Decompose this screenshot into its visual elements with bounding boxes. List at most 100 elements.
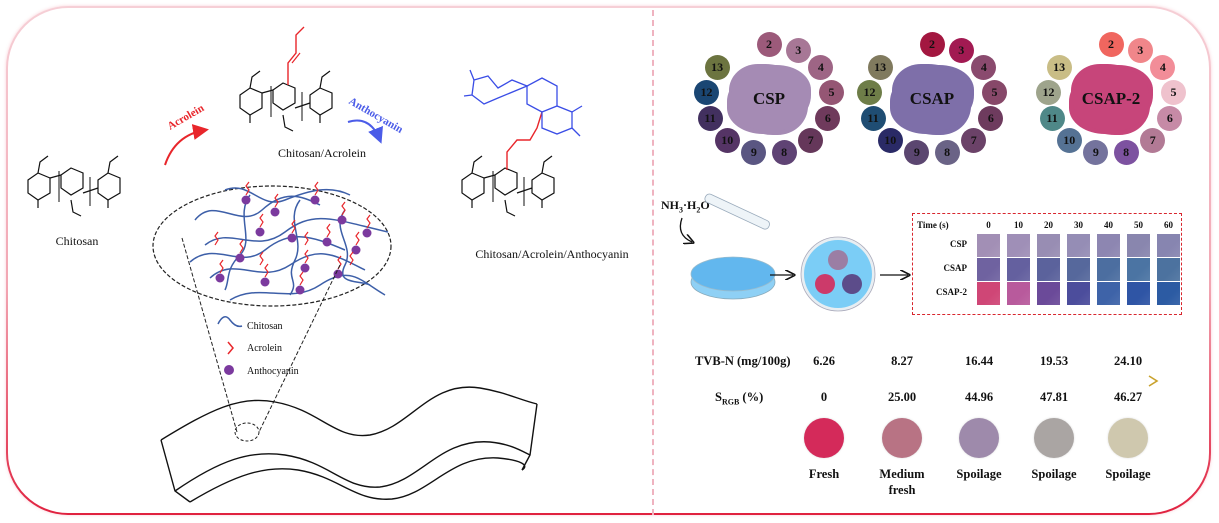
chitosan-chain [194, 195, 321, 221]
acrolein-linker [304, 249, 309, 264]
color-swatch-10: 10 [1056, 127, 1082, 153]
color-tile-csap-0s [977, 258, 1000, 281]
tvbn-label: TVB-N (mg/100g) [695, 354, 791, 368]
wavy-film [160, 386, 538, 503]
acrolein-linker [239, 239, 244, 254]
anthocyanin-dot [337, 215, 347, 225]
anthocyanin-dot [270, 207, 280, 217]
legend-acrolein-label: Acrolein [247, 343, 282, 354]
color-swatch-9: 9 [741, 139, 767, 165]
color-tile-csp-20s [1037, 234, 1060, 257]
color-swatch-6: 6 [1157, 106, 1183, 131]
color-swatch-4: 4 [1150, 55, 1176, 81]
crosslinked-network [189, 181, 389, 301]
color-swatch-6: 6 [815, 106, 841, 131]
color-tile-csap-2-20s [1037, 282, 1060, 305]
color-swatch-4: 4 [971, 55, 997, 81]
color-swatch-2: 2 [756, 31, 782, 57]
anthocyanin-dot [241, 195, 251, 205]
freshness-status: Spoilage [1031, 467, 1077, 481]
color-swatch-10: 10 [714, 127, 740, 153]
srgb-value: 0 [820, 390, 828, 404]
chitosan-acrolein-anthocyanin-structure [462, 69, 583, 216]
srgb-value: 46.27 [1113, 390, 1143, 404]
wheel-center-csap: CSAP [894, 67, 970, 131]
color-tile-csap-20s [1037, 258, 1060, 281]
color-tile-csap-2-60s [1157, 282, 1180, 305]
anthocyanin-legend-icon [224, 365, 234, 375]
time-header-40: 40 [1104, 220, 1113, 230]
acrolein-legend-icon [227, 341, 234, 355]
color-tile-csp-0s [977, 234, 1000, 257]
anthocyanin-dot [322, 237, 332, 247]
color-tile-csap-2-0s [977, 282, 1000, 305]
sample-disc [1108, 418, 1148, 458]
color-tile-csap-2-40s [1097, 282, 1120, 305]
color-swatch-6: 6 [978, 106, 1004, 131]
wheel-center-csap-2: CSAP-2 [1073, 67, 1149, 131]
chitosan-chain [224, 187, 351, 203]
freshness-status: Medium [879, 467, 925, 481]
row-label-csap-2: CSAP-2 [936, 287, 967, 297]
color-tile-csp-60s [1157, 234, 1180, 257]
freshness-status: Spoilage [1105, 467, 1151, 481]
color-swatch-2: 2 [1098, 31, 1124, 57]
chitosan-acrolein-anthocyanin-label: Chitosan/Acrolein/Anthocyanin [475, 247, 628, 261]
time-header-10: 10 [1014, 220, 1023, 230]
tvbn-value: 19.53 [1039, 354, 1069, 368]
acrolein-reagent-label: Acrolein [166, 102, 207, 132]
acrolein-linker [299, 271, 304, 286]
acrolein-linker [355, 231, 360, 246]
color-swatch-7: 7 [1140, 127, 1166, 153]
petri-dish-open [690, 193, 776, 300]
color-swatch-12: 12 [693, 79, 719, 105]
panel-divider [652, 10, 654, 515]
acrolein-reaction-arrow [164, 124, 209, 166]
time-header-0: 0 [986, 220, 991, 230]
color-swatch-9: 9 [904, 139, 930, 165]
dish-sample-csap2 [815, 274, 835, 294]
color-swatch-4: 4 [808, 55, 834, 81]
color-swatch-11: 11 [860, 106, 886, 131]
freshness-status: Fresh [808, 467, 840, 481]
color-tile-csp-50s [1127, 234, 1150, 257]
row-label-csap: CSAP [943, 263, 967, 273]
anthocyanin-dot [300, 263, 310, 273]
acrolein-linker [366, 214, 371, 229]
freshness-status-line2: fresh [888, 483, 916, 497]
zoom-ellipse [152, 185, 392, 307]
time-header-50: 50 [1134, 220, 1143, 230]
anthocyanin-reaction-arrow [347, 119, 383, 144]
dish-sample-csp [828, 250, 848, 270]
wheel-center-label: CSAP [909, 89, 955, 108]
acrolein-linker [314, 181, 319, 196]
anthocyanin-dot [260, 277, 270, 287]
chitosan-chain [289, 199, 301, 296]
zoom-line-left [181, 237, 238, 433]
color-swatch-10: 10 [877, 127, 903, 153]
acrolein-linker [245, 181, 250, 196]
color-tile-csap-10s [1007, 258, 1030, 281]
tvbn-trend-arrow [802, 375, 1159, 387]
row-label-csp: CSP [949, 239, 967, 249]
anthocyanin-dot [310, 195, 320, 205]
color-swatch-13: 13 [1046, 55, 1072, 81]
anthocyanin-reagent-label: Anthocyanin [347, 95, 405, 136]
color-tile-csap-60s [1157, 258, 1180, 281]
tvbn-value: 6.26 [813, 354, 835, 368]
legend-anthocyanin-label: Anthocyanin [247, 366, 299, 377]
color-swatch-5: 5 [982, 79, 1008, 105]
color-swatch-8: 8 [771, 139, 797, 165]
color-swatch-11: 11 [1039, 106, 1065, 131]
color-swatch-9: 9 [1083, 139, 1109, 165]
sample-disc [959, 418, 999, 458]
color-swatch-7: 7 [798, 127, 824, 153]
chitosan-label: Chitosan [56, 234, 99, 248]
anthocyanin-dot [295, 285, 305, 295]
color-swatch-5: 5 [819, 79, 845, 105]
color-tile-csap-2-30s [1067, 282, 1090, 305]
chitosan-chain [339, 209, 371, 286]
acrolein-linker [291, 219, 296, 234]
time-header-30: 30 [1074, 220, 1083, 230]
srgb-value: 25.00 [887, 390, 917, 404]
